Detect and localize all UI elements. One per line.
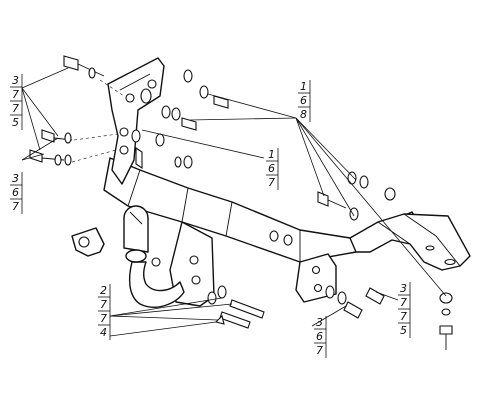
callout-number: 7 [100, 312, 107, 325]
callout-number: 5 [400, 324, 407, 337]
callout-number: 3 [400, 282, 407, 295]
socket-plate [71, 227, 105, 257]
bolt-set-right-lower [325, 285, 453, 350]
callout-number: 7 [12, 102, 19, 115]
callout-number: 3 [12, 74, 19, 87]
callout-number: 3 [316, 316, 323, 329]
callout-number: 2 [100, 284, 107, 297]
callout-c6: 367 [314, 316, 327, 358]
callout-number: 8 [300, 108, 307, 121]
callout-c3: 168 [298, 80, 311, 122]
callout-c4: 167 [266, 148, 279, 190]
bolt-set-left-mid [41, 129, 119, 144]
callout-number: 7 [268, 176, 275, 189]
callout-number: 6 [12, 186, 19, 199]
callout-number: 6 [316, 330, 323, 343]
callout-number: 7 [12, 200, 19, 213]
callout-number: 7 [400, 310, 407, 323]
bolt-set-right-upper [269, 171, 396, 246]
callout-number: 4 [100, 326, 107, 339]
callout-c2: 367 [10, 172, 23, 214]
callout-number: 7 [400, 296, 407, 309]
right-bracket [349, 213, 471, 271]
callout-number: 3 [12, 172, 19, 185]
callout-number: 5 [12, 116, 19, 129]
leader-lines [21, 67, 447, 337]
callout-number: 6 [268, 162, 275, 175]
callout-number: 7 [12, 88, 19, 101]
bolt-set-ball-mount [207, 285, 265, 329]
callout-number: 7 [100, 298, 107, 311]
bolt-set-upper-mid [131, 69, 229, 170]
callout-number: 1 [268, 148, 275, 161]
left-bracket [107, 57, 165, 185]
callout-number: 6 [300, 94, 307, 107]
callout-number: 7 [316, 344, 323, 357]
bolt-set-left-lower [29, 149, 117, 166]
callout-number: 1 [300, 80, 307, 93]
bolt-set-upper-left [63, 55, 125, 97]
ball-mount [123, 205, 215, 308]
